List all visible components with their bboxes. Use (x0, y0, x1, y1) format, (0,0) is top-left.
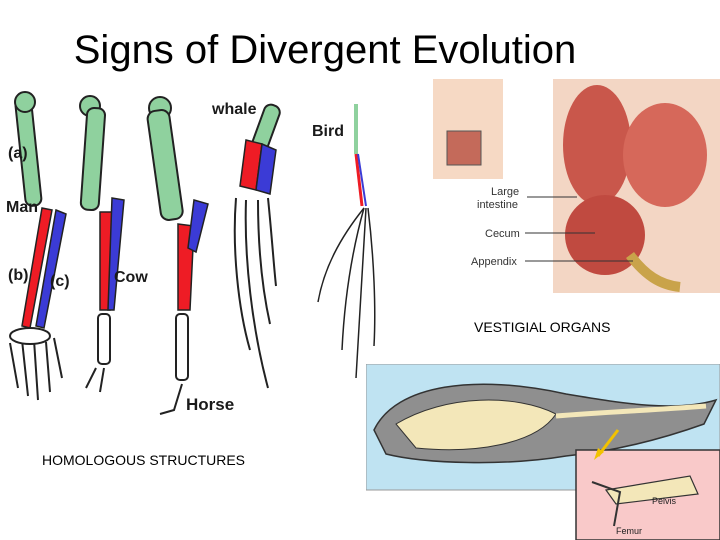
bird-wing (317, 104, 376, 379)
label-a: (a) (8, 145, 28, 162)
homologous-limbs-figure: (a) Man (b) (c) Cow Horse (6, 91, 376, 415)
slide-title: Signs of Divergent Evolution (73, 28, 577, 72)
label-whale: whale (211, 101, 257, 118)
label-man: Man (6, 199, 38, 216)
caption-vestigial: VESTIGIAL ORGANS (474, 319, 611, 335)
intestine-illustration (553, 79, 720, 293)
label-cow: Cow (114, 269, 148, 286)
horse-forelimb (146, 96, 209, 415)
man-forelimb (9, 91, 67, 401)
whale-flipper (233, 103, 281, 389)
label-bird: Bird (312, 123, 344, 140)
torso-thumbnail (433, 79, 503, 179)
label-horse: Horse (186, 395, 234, 414)
label-b: (b) (8, 267, 28, 284)
label-c: (c) (50, 273, 70, 290)
whale-skeleton-figure: Pelvis Femur (366, 364, 720, 540)
cow-forelimb (79, 95, 125, 393)
label-cecum: Cecum (485, 228, 520, 240)
label-femur: Femur (616, 526, 642, 536)
label-appendix: Appendix (471, 256, 517, 268)
pelvis-inset: Pelvis Femur (575, 449, 720, 540)
caption-homologous: HOMOLOGOUS STRUCTURES (42, 452, 246, 468)
label-pelvis: Pelvis (652, 496, 677, 506)
